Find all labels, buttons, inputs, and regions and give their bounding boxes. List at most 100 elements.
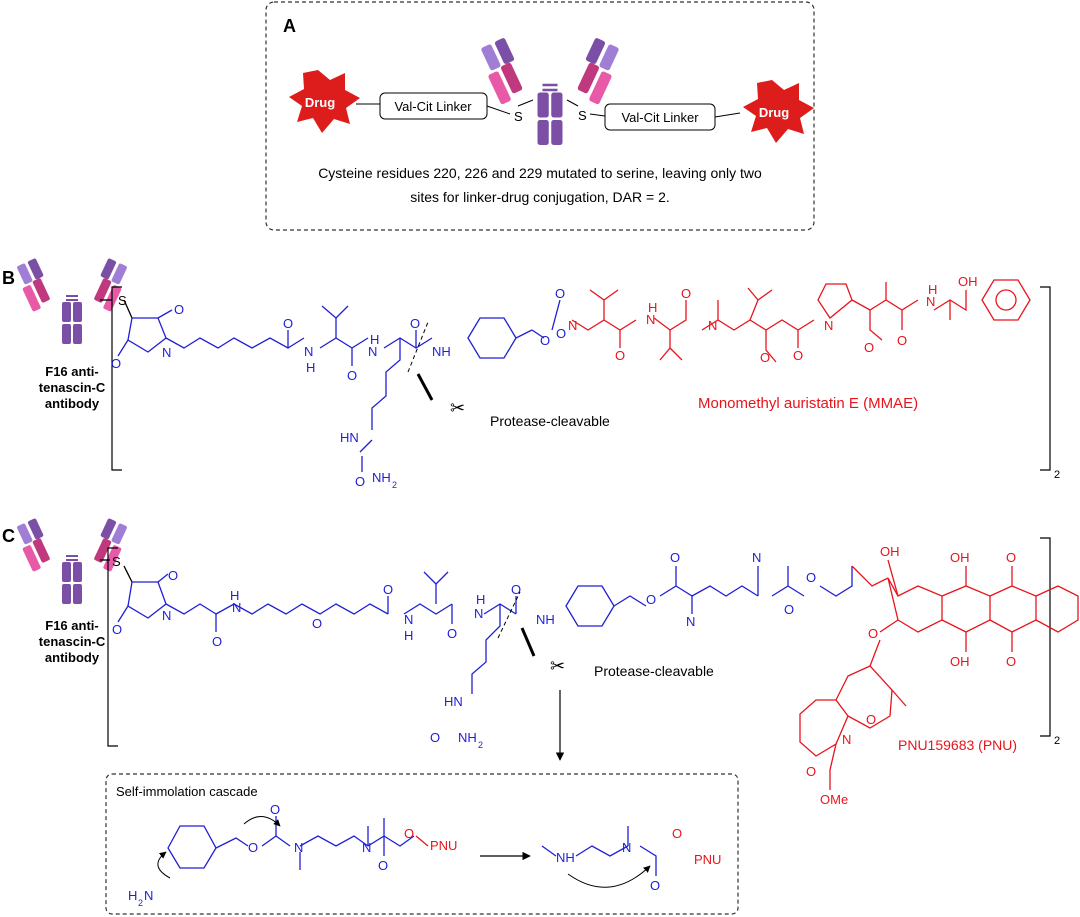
h-atom-b8: H <box>928 282 937 297</box>
o-atom-b7: O <box>540 333 550 348</box>
sulfur-left: S <box>514 109 523 124</box>
pnu-structure <box>799 559 1079 790</box>
antibody-label-c-3: antibody <box>45 650 100 665</box>
cleavage-line-c <box>497 591 521 639</box>
o-atom-c17: O <box>866 712 876 727</box>
panel-b-letter: B <box>2 268 15 288</box>
o-atom-c6: O <box>447 626 457 641</box>
o-atom-b6: O <box>355 474 365 489</box>
cascade-border <box>105 773 739 915</box>
scissors-icon-c: ✂ <box>550 656 565 676</box>
subscript-c: 2 <box>1054 735 1060 747</box>
n-atom-cas1: N <box>294 840 303 855</box>
subscript-b: 2 <box>1054 469 1060 481</box>
cascade-box: Self-immolation cascade H 2 N O O N N O … <box>105 773 739 915</box>
drug-star-right: Drug <box>743 80 814 143</box>
n-atom-b4: N <box>568 318 577 333</box>
panel-a-caption-2: sites for linker-drug conjugation, DAR =… <box>410 189 670 205</box>
oh-atom-c2: OH <box>950 550 970 565</box>
o-atom-b10: O <box>615 348 625 363</box>
cascade-right-structure <box>541 826 657 876</box>
linker-atoms-b: S O O N O N H O N H O NH HN O NH 2 O O <box>111 293 566 490</box>
linker-atoms-c: S O O N O H N O O N H O N H O NH HN O NH… <box>112 550 816 750</box>
antibody-icon-c <box>15 516 129 605</box>
o-atom-cas4: O <box>404 826 414 841</box>
bracket-right-c <box>1040 537 1051 737</box>
mmae-atoms: N O N H O N O O N O O N H OH <box>568 274 978 365</box>
nh2-atom-b: NH <box>372 470 391 485</box>
hn-atom-b: HN <box>340 430 359 445</box>
panel-c-letter: C <box>2 526 15 546</box>
o-atom-b11: O <box>681 286 691 301</box>
n-atom-c3: N <box>404 612 413 627</box>
drug-label-right: Drug <box>759 105 789 120</box>
pnu-label: PNU159683 (PNU) <box>898 737 1017 753</box>
o-atom-c15: O <box>868 626 878 641</box>
antibody-label-c-2: tenascin-C <box>39 634 106 649</box>
panel-a-letter: A <box>283 16 296 36</box>
o-atom-b1: O <box>174 302 184 317</box>
o-atom-b13: O <box>793 348 803 363</box>
antibody-label-c-1: F16 anti- <box>45 618 98 633</box>
o-atom-c4: O <box>312 616 322 631</box>
bracket-right-b <box>1040 286 1051 471</box>
o-atom-c16: O <box>806 764 816 779</box>
n-atom-b3: N <box>368 344 377 359</box>
n-atom-cas3: N <box>622 840 631 855</box>
n-atom-b2: N <box>304 344 313 359</box>
nh-atom-b5: N <box>646 312 655 327</box>
antibody-label-b-1: F16 anti- <box>45 364 98 379</box>
n-atom-cas2: N <box>362 840 371 855</box>
mmae-label: Monomethyl auristatin E (MMAE) <box>698 395 918 412</box>
s-atom-c: S <box>112 554 121 569</box>
n-atom-b7: N <box>824 318 833 333</box>
o-atom-c1: O <box>168 568 178 583</box>
drug-star-left: Drug <box>289 70 360 133</box>
n-atom-b6: N <box>708 318 717 333</box>
o-atom-b15: O <box>897 333 907 348</box>
cascade-title: Self-immolation cascade <box>116 784 258 799</box>
o-atom-c12: O <box>806 570 816 585</box>
o-atom-cas3: O <box>378 858 388 873</box>
o-atom-c10: O <box>670 550 680 565</box>
pnu-left: PNU <box>430 838 457 853</box>
nh-atom-b: NH <box>432 344 451 359</box>
cascade-left-atoms: H 2 N O O N N O <box>128 802 388 908</box>
o-atom-cas2: O <box>270 802 280 817</box>
o-atom-cas6: O <box>672 826 682 841</box>
antibody-icon-a <box>479 36 621 147</box>
nh-cas: NH <box>556 850 575 865</box>
mmae-structure <box>571 279 1031 363</box>
h2n-sub: 2 <box>138 898 143 908</box>
pnu-atoms: OH OH O OH O O N O O OMe <box>806 544 1016 807</box>
o-atom-cas1: O <box>248 840 258 855</box>
o-atom-c7: O <box>511 582 521 597</box>
cascade-right-atoms: NH N O <box>556 840 660 893</box>
h2n-n: N <box>144 888 153 903</box>
bracket-left-c <box>107 547 118 747</box>
o-atom-c9: O <box>646 592 656 607</box>
n-atom-c8: N <box>842 732 851 747</box>
h-atom-b5: H <box>648 300 657 315</box>
linker-label-left: Val-Cit Linker <box>394 99 472 114</box>
oh-atom-c3: OH <box>950 654 970 669</box>
o-atom-b12: O <box>760 350 770 365</box>
scissors-icon-b: ✂ <box>450 398 465 418</box>
o-atom-b2: O <box>111 356 121 371</box>
o-atom-c3: O <box>212 634 222 649</box>
drug-label-left: Drug <box>305 95 335 110</box>
nh2-atom-c: NH <box>458 730 477 745</box>
antibody-icon-b <box>15 256 129 345</box>
panel-a: A Drug Val-Cit Linker S S Val-Cit Linker… <box>265 1 815 231</box>
s-atom-b: S <box>118 293 127 308</box>
antibody-label-b-2: tenascin-C <box>39 380 106 395</box>
sulfur-right: S <box>578 108 587 123</box>
n-atom-c4: N <box>474 606 483 621</box>
bracket-left-b <box>111 286 122 471</box>
o-atom-b9: O <box>555 286 565 301</box>
cascade-left-structure <box>167 816 415 870</box>
panel-c: C F16 anti- tenascin-C antibody 2 <box>2 516 1079 807</box>
antibody-label-b-3: antibody <box>45 396 100 411</box>
nh-atom-c1: H <box>230 588 239 603</box>
h2n-label: H <box>128 888 137 903</box>
